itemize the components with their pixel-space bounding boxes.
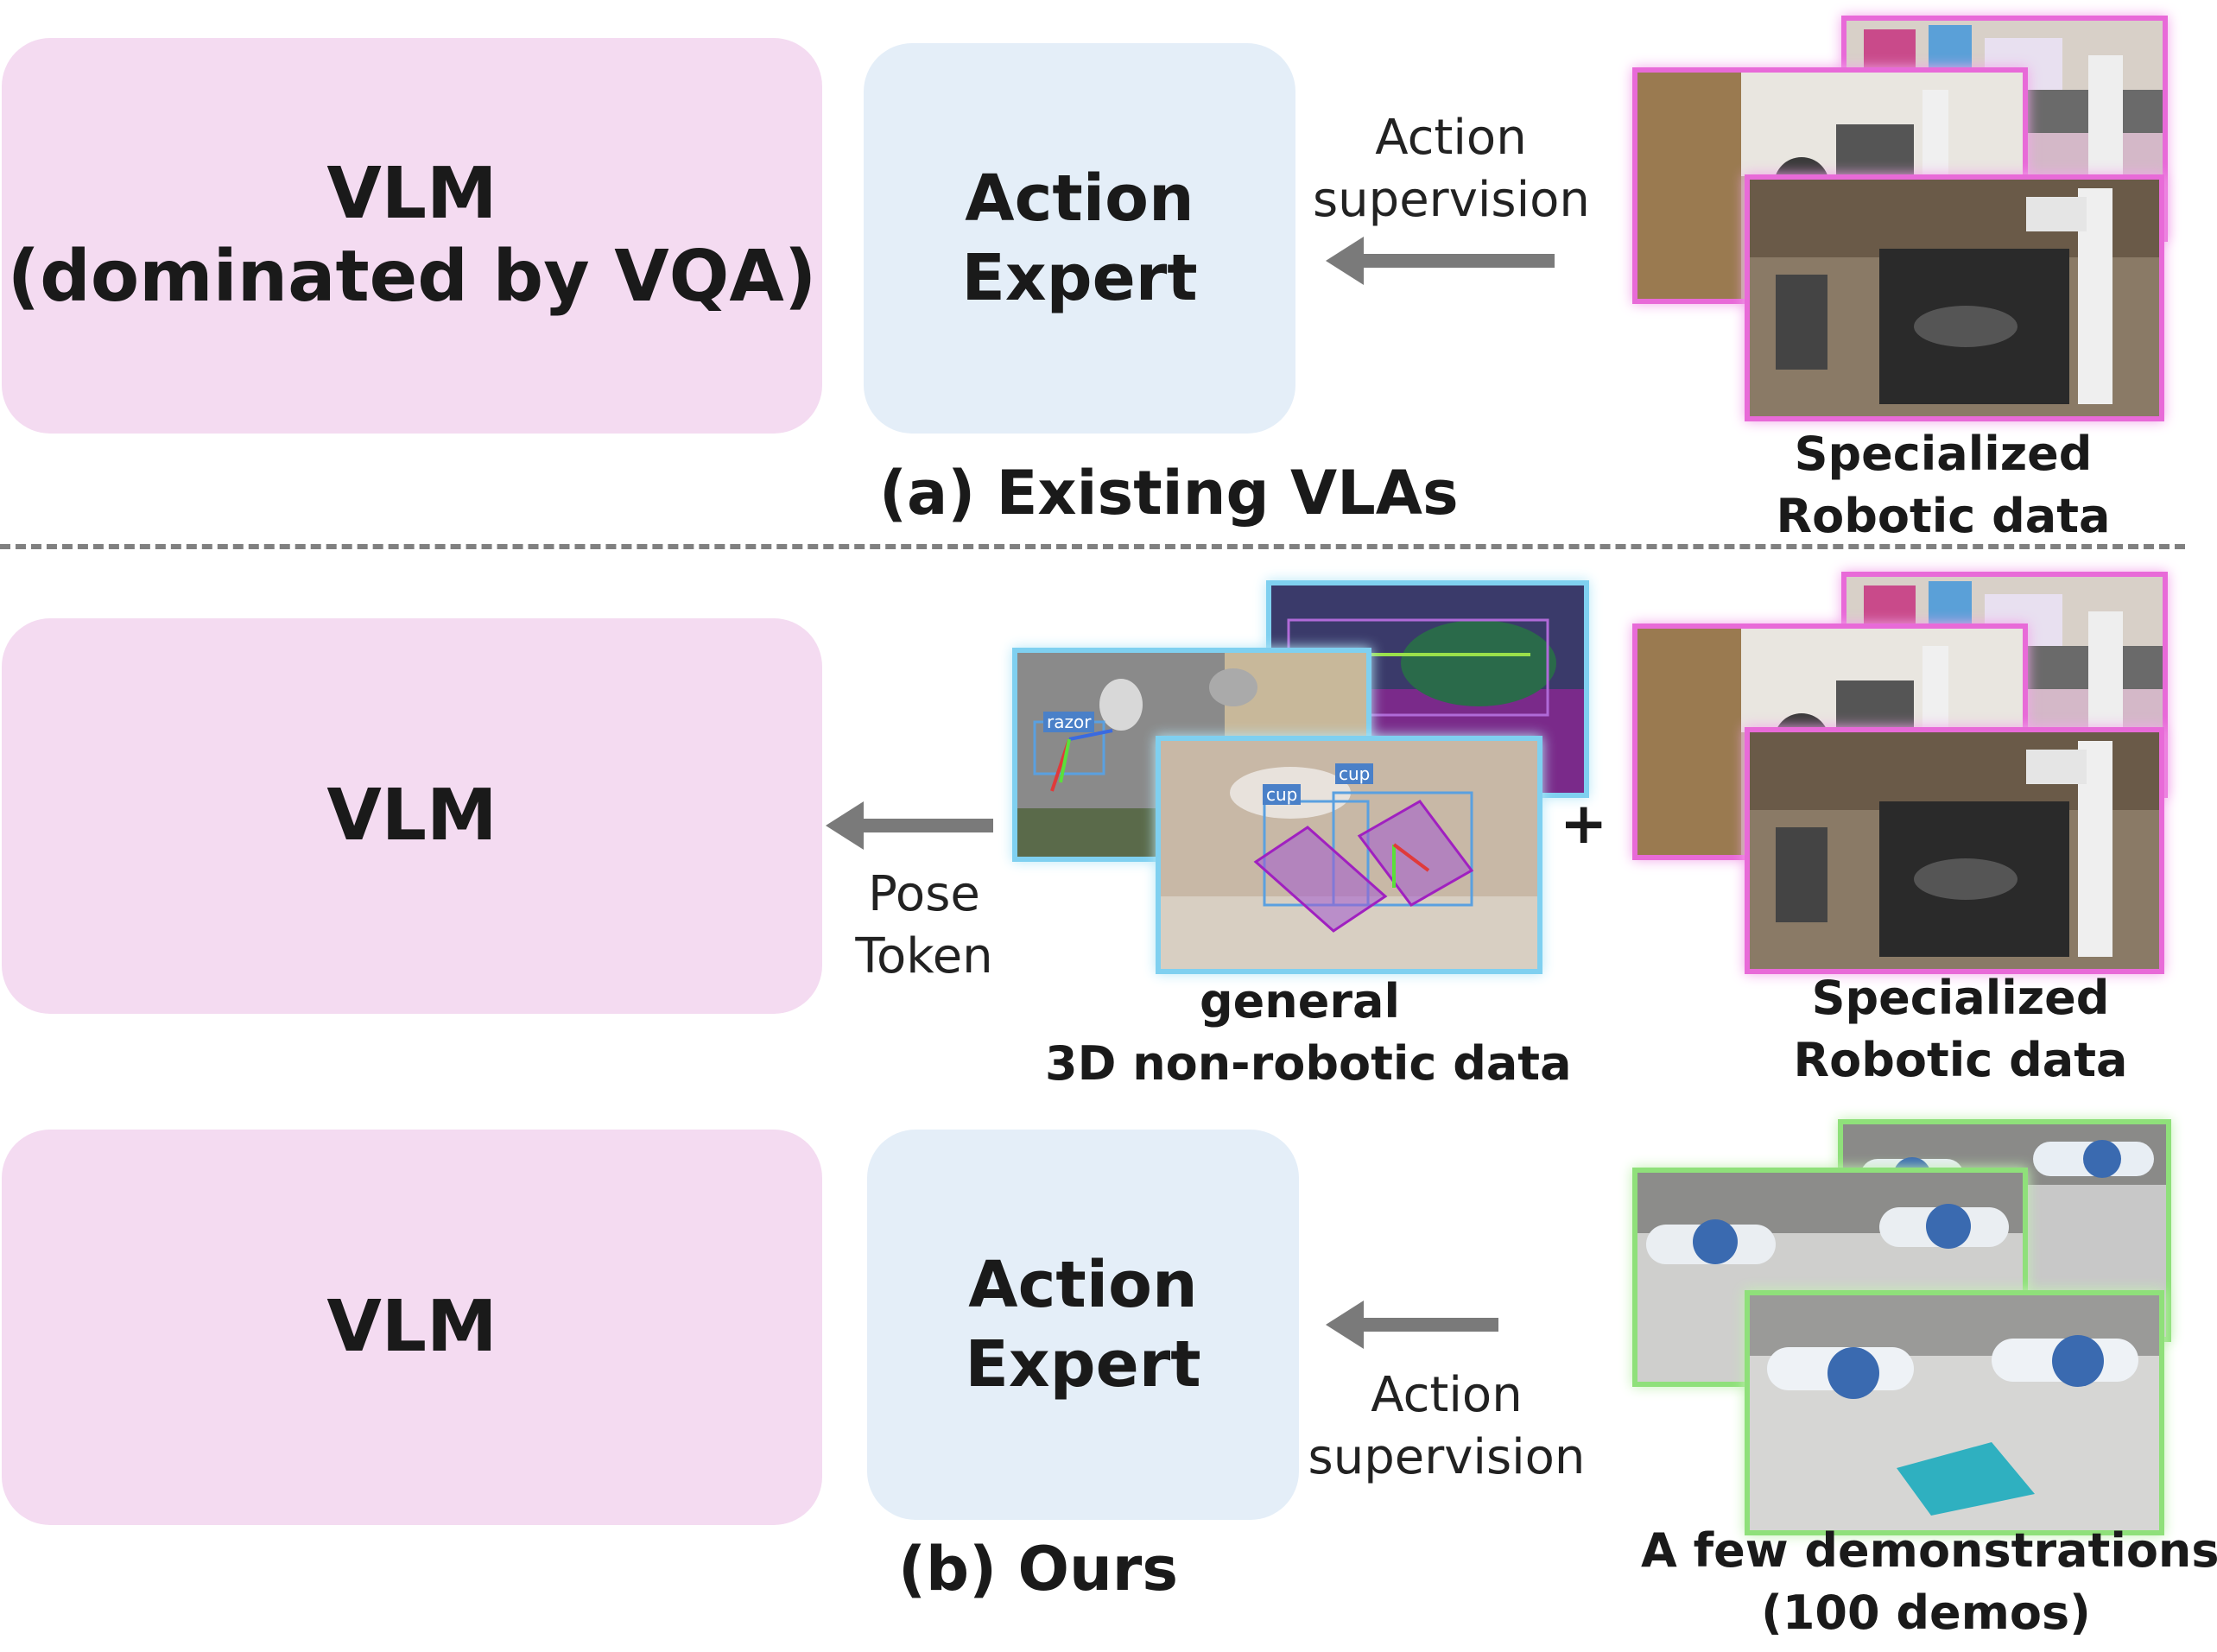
demo-photo-mid bbox=[1632, 1168, 2028, 1387]
action-expert-box-top: Action Expert bbox=[864, 43, 1295, 434]
general-photo-front: cup cup bbox=[1156, 736, 1542, 974]
action-expert-box-bottom: Action Expert bbox=[867, 1130, 1299, 1520]
few-demonstrations-label: A few demonstrations (100 demos) bbox=[1641, 1520, 2217, 1644]
vlm-subtitle: (dominated by VQA) bbox=[7, 236, 817, 318]
plus-sign: + bbox=[1560, 790, 1608, 857]
arrow-bottom bbox=[1326, 1301, 1498, 1349]
label-line1: Specialized bbox=[1811, 971, 2110, 1025]
label-line2: supervision bbox=[1308, 1429, 1586, 1485]
label-line1: A few demonstrations bbox=[1641, 1523, 2217, 1578]
specialized-robotic-data-label-middle: Specialized Robotic data bbox=[1779, 967, 2142, 1092]
box-label-razor: razor bbox=[1043, 712, 1095, 732]
robot-photo-front-middle bbox=[1745, 727, 2164, 974]
expert-line1: Action bbox=[965, 161, 1194, 236]
label-line2: Token bbox=[855, 928, 993, 984]
vlm-box-top: VLM (dominated by VQA) bbox=[2, 38, 822, 434]
label-line1: Action bbox=[1371, 1367, 1523, 1423]
vlm-title: VLM bbox=[326, 153, 497, 235]
expert-line2: Expert bbox=[961, 241, 1198, 315]
action-supervision-label-top: Action supervision bbox=[1313, 107, 1590, 231]
label-line1: Pose bbox=[868, 866, 980, 922]
label-line2: Robotic data bbox=[1776, 489, 2111, 543]
pose-token-label: Pose Token bbox=[829, 864, 1019, 988]
label-line2: (100 demos) bbox=[1761, 1586, 2091, 1640]
box-label-cup-2: cup bbox=[1335, 763, 1374, 784]
vlm-box-middle: VLM bbox=[2, 618, 822, 1014]
vlm-box-bottom: VLM bbox=[2, 1130, 822, 1525]
label-line2: 3D non-robotic data bbox=[1045, 1036, 1572, 1091]
label-line1: Action bbox=[1375, 110, 1527, 166]
box-label-cup-1: cup bbox=[1263, 784, 1302, 805]
specialized-robotic-data-label-top: Specialized Robotic data bbox=[1762, 423, 2125, 548]
label-line1: Specialized bbox=[1794, 427, 2093, 481]
caption-existing-vlas: (a) Existing VLAs bbox=[879, 458, 1459, 529]
expert-line2: Expert bbox=[965, 1327, 1201, 1402]
label-line2: Robotic data bbox=[1793, 1033, 2128, 1087]
section-divider bbox=[0, 544, 2185, 549]
caption-ours: (b) Ours bbox=[898, 1534, 1178, 1605]
robot-photo-front bbox=[1745, 174, 2164, 421]
arrow-middle bbox=[826, 801, 993, 850]
label-line1: general bbox=[1200, 974, 1400, 1029]
arrow-top bbox=[1326, 237, 1555, 285]
expert-line1: Action bbox=[968, 1248, 1198, 1322]
demo-photo-front bbox=[1745, 1290, 2164, 1535]
label-line2: supervision bbox=[1313, 172, 1590, 228]
action-supervision-label-bottom: Action supervision bbox=[1304, 1364, 1589, 1489]
general-3d-data-label: general 3D non-robotic data bbox=[1045, 971, 1572, 1095]
